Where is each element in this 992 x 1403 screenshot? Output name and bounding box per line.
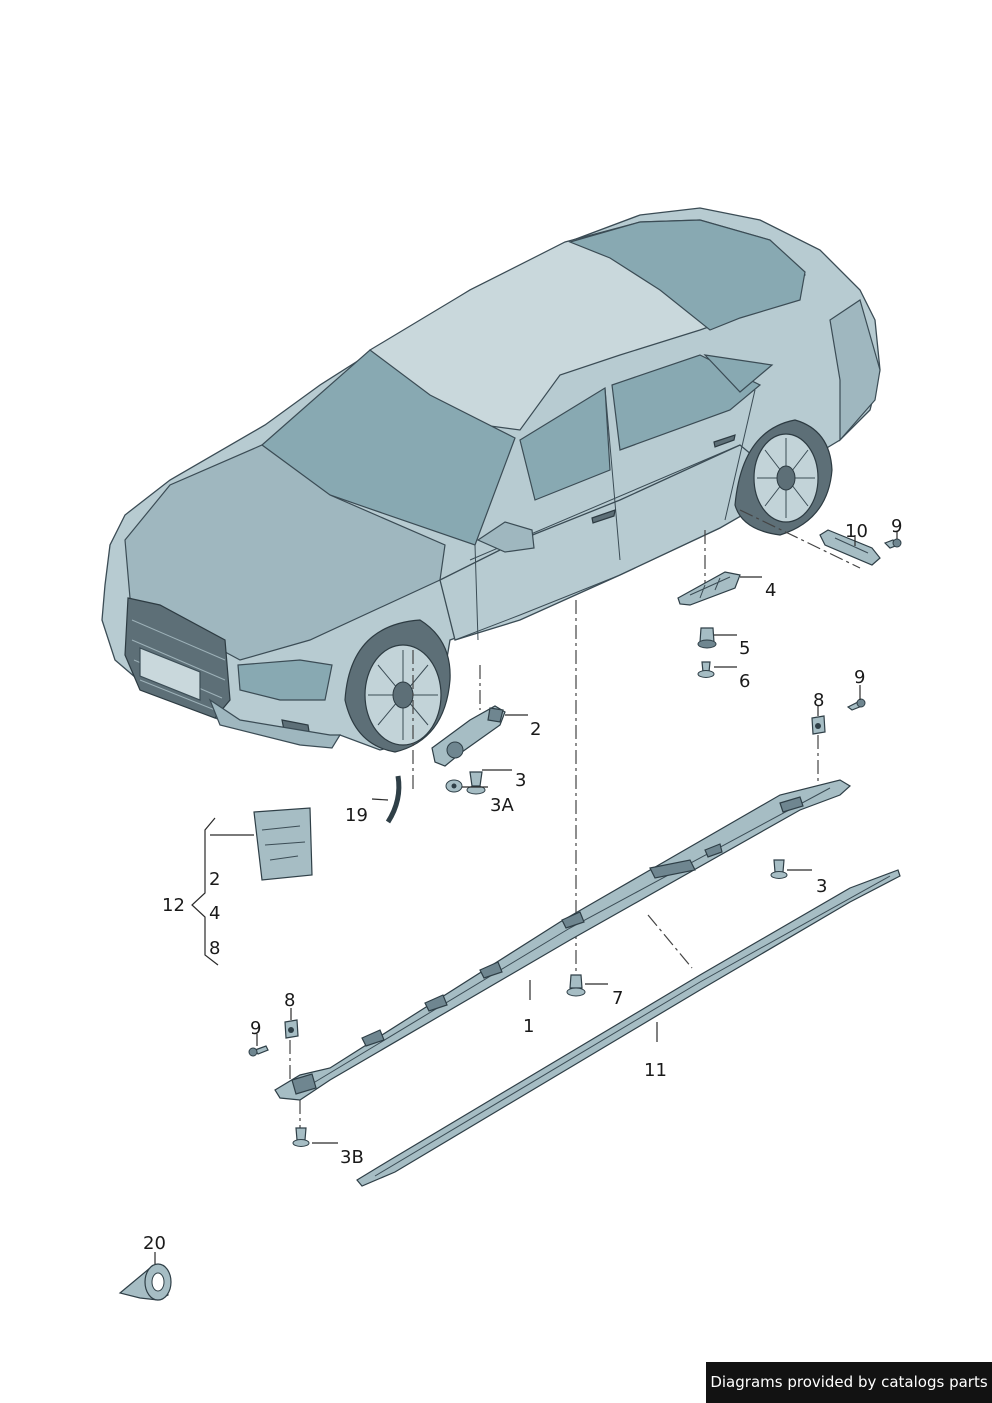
callout-12-kit: 12 [162,895,185,916]
callout-2-bracket: 2 [530,719,541,740]
callout-19-strip: 19 [345,805,368,826]
part-12-bag [253,807,313,881]
part-8-clip-right [811,715,826,735]
callout-5-clip: 5 [739,638,750,659]
callout-9-screw-rear: 9 [891,516,902,537]
part-4-bracket [677,571,741,606]
callout-12-item-2: 2 [209,869,220,890]
callout-12-item-8: 8 [209,938,220,959]
callout-7-clip: 7 [612,988,623,1009]
part-9-screw-right [846,698,866,711]
callout-9-screw-right: 9 [854,667,865,688]
part-19-strip [385,775,402,824]
callout-20-tape: 20 [143,1233,166,1254]
part-3b-clip [292,1127,310,1147]
callout-3-clip-lower: 3 [816,876,827,897]
part-1-sill [274,779,852,1101]
callout-3a-nut: 3A [490,795,514,816]
part-11-trim [356,869,901,1187]
part-5-clip [697,627,717,649]
callout-3b-clip: 3B [340,1147,364,1168]
part-3-clip [466,771,486,795]
callout-3-clip: 3 [515,770,526,791]
part-20-tape [118,1263,172,1301]
credit-banner: Diagrams provided by catalogs parts [706,1362,992,1403]
leader-lines [154,531,898,1264]
part-3a-nut [445,779,463,793]
callout-8-clip-right: 8 [813,690,824,711]
car-illustration [101,207,881,753]
callout-6-screw: 6 [739,671,750,692]
part-3-clip-lower [770,859,788,879]
callout-labels: 2 3 3A 19 4 5 6 10 9 9 8 3 7 1 11 8 9 3B… [143,516,902,1254]
callout-1-sill: 1 [523,1016,534,1037]
callout-10-bracket: 10 [845,521,868,542]
callout-9-screw-left: 9 [250,1018,261,1039]
part-6-screw [697,661,715,678]
callout-12-item-4: 4 [209,903,220,924]
callout-8-clip-left: 8 [284,990,295,1011]
part-9-screw-rear [883,538,902,549]
part-10-bracket [819,529,881,566]
part-7-clip [566,974,586,997]
part-9-screw-left [248,1045,269,1057]
callout-4-bracket: 4 [765,580,776,601]
part-8-clip-left [284,1019,299,1039]
part-2-bracket [431,705,506,767]
callout-11-trim: 11 [644,1060,667,1081]
